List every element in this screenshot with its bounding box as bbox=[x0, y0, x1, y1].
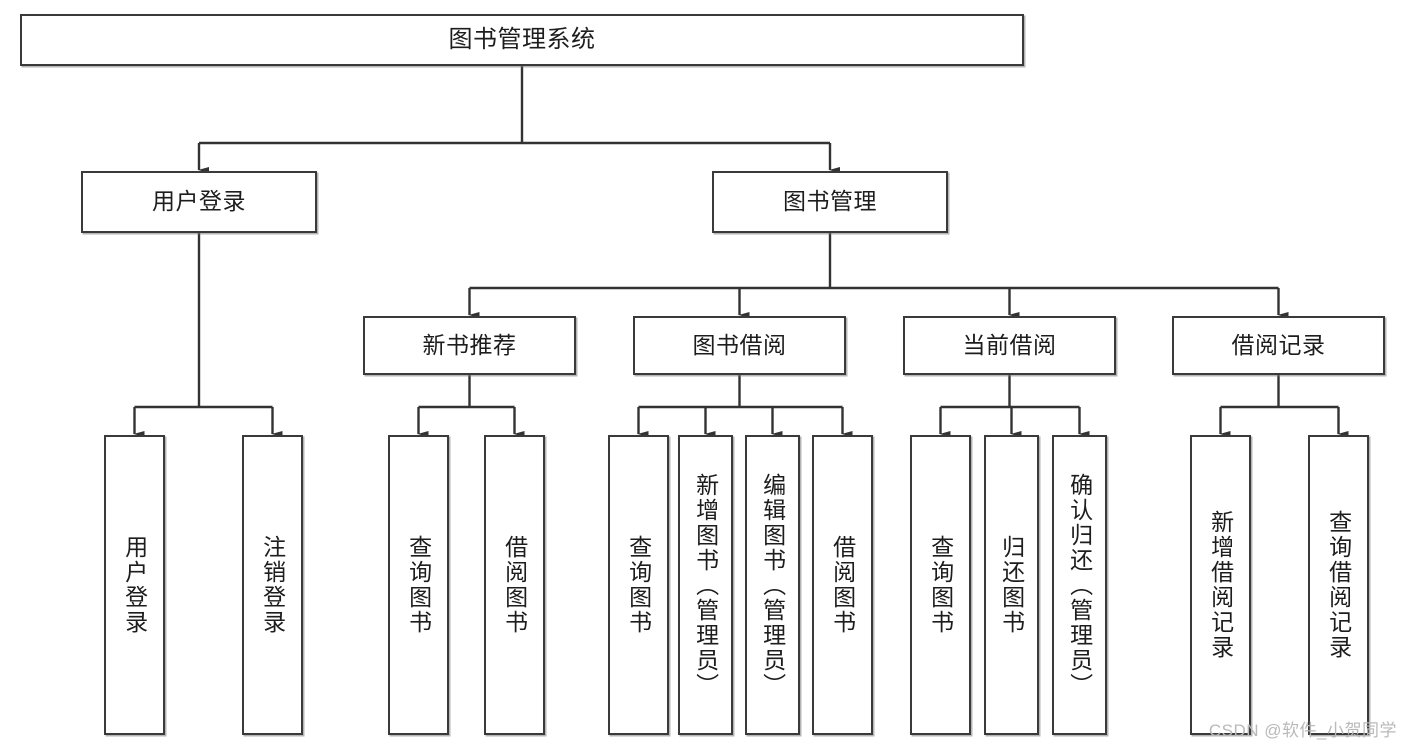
node-current-loans[interactable]: 当前借阅 bbox=[903, 316, 1116, 375]
leaf-add-loan-record[interactable]: 新增借阅记录 bbox=[1190, 435, 1251, 735]
node-book-management[interactable]: 图书管理 bbox=[712, 171, 948, 233]
node-label: 归还图书 bbox=[998, 535, 1025, 635]
leaf-query-book-current[interactable]: 查询图书 bbox=[910, 435, 971, 735]
watermark: CSDN @软件_小贺同学 bbox=[1208, 721, 1397, 740]
node-loan-records[interactable]: 借阅记录 bbox=[1172, 316, 1385, 375]
node-label: 新增借阅记录 bbox=[1207, 510, 1234, 660]
node-label: 查询图书 bbox=[927, 535, 954, 635]
leaf-query-book-borrow[interactable]: 查询图书 bbox=[608, 435, 669, 735]
node-label: 图书借阅 bbox=[692, 331, 787, 358]
node-label: 编辑图书（管理员） bbox=[759, 472, 786, 698]
node-label: 用户登录 bbox=[152, 188, 246, 215]
node-label: 用户登录 bbox=[121, 535, 148, 635]
leaf-logout[interactable]: 注销登录 bbox=[242, 435, 303, 735]
leaf-borrow-book[interactable]: 借阅图书 bbox=[812, 435, 873, 735]
node-label: 借阅图书 bbox=[829, 535, 856, 635]
leaf-query-book-recommend[interactable]: 查询图书 bbox=[388, 435, 449, 735]
leaf-borrow-book-recommend[interactable]: 借阅图书 bbox=[484, 435, 545, 735]
node-label: 借阅图书 bbox=[501, 535, 528, 635]
leaf-add-book-admin[interactable]: 新增图书（管理员） bbox=[678, 435, 733, 735]
leaf-query-loan-record[interactable]: 查询借阅记录 bbox=[1308, 435, 1369, 735]
node-label: 图书管理 bbox=[783, 188, 877, 215]
leaf-confirm-return-admin[interactable]: 确认归还（管理员） bbox=[1052, 435, 1107, 735]
node-label: 查询借阅记录 bbox=[1325, 510, 1352, 660]
node-book-borrowing[interactable]: 图书借阅 bbox=[633, 316, 846, 375]
node-new-book-recommendation[interactable]: 新书推荐 bbox=[363, 316, 576, 375]
node-root-book-management-system[interactable]: 图书管理系统 bbox=[20, 14, 1024, 66]
node-label: 查询图书 bbox=[405, 535, 432, 635]
node-label: 确认归还（管理员） bbox=[1066, 472, 1093, 698]
node-label: 图书管理系统 bbox=[448, 25, 596, 53]
node-label: 新书推荐 bbox=[422, 331, 517, 358]
node-label: 新增图书（管理员） bbox=[692, 472, 719, 698]
leaf-edit-book-admin[interactable]: 编辑图书（管理员） bbox=[745, 435, 800, 735]
node-label: 当前借阅 bbox=[962, 331, 1057, 358]
node-user-login[interactable]: 用户登录 bbox=[81, 171, 317, 233]
leaf-return-book[interactable]: 归还图书 bbox=[984, 435, 1039, 735]
node-label: 注销登录 bbox=[259, 535, 286, 635]
node-label: 借阅记录 bbox=[1231, 331, 1326, 358]
leaf-user-login[interactable]: 用户登录 bbox=[104, 435, 165, 735]
node-label: 查询图书 bbox=[625, 535, 652, 635]
